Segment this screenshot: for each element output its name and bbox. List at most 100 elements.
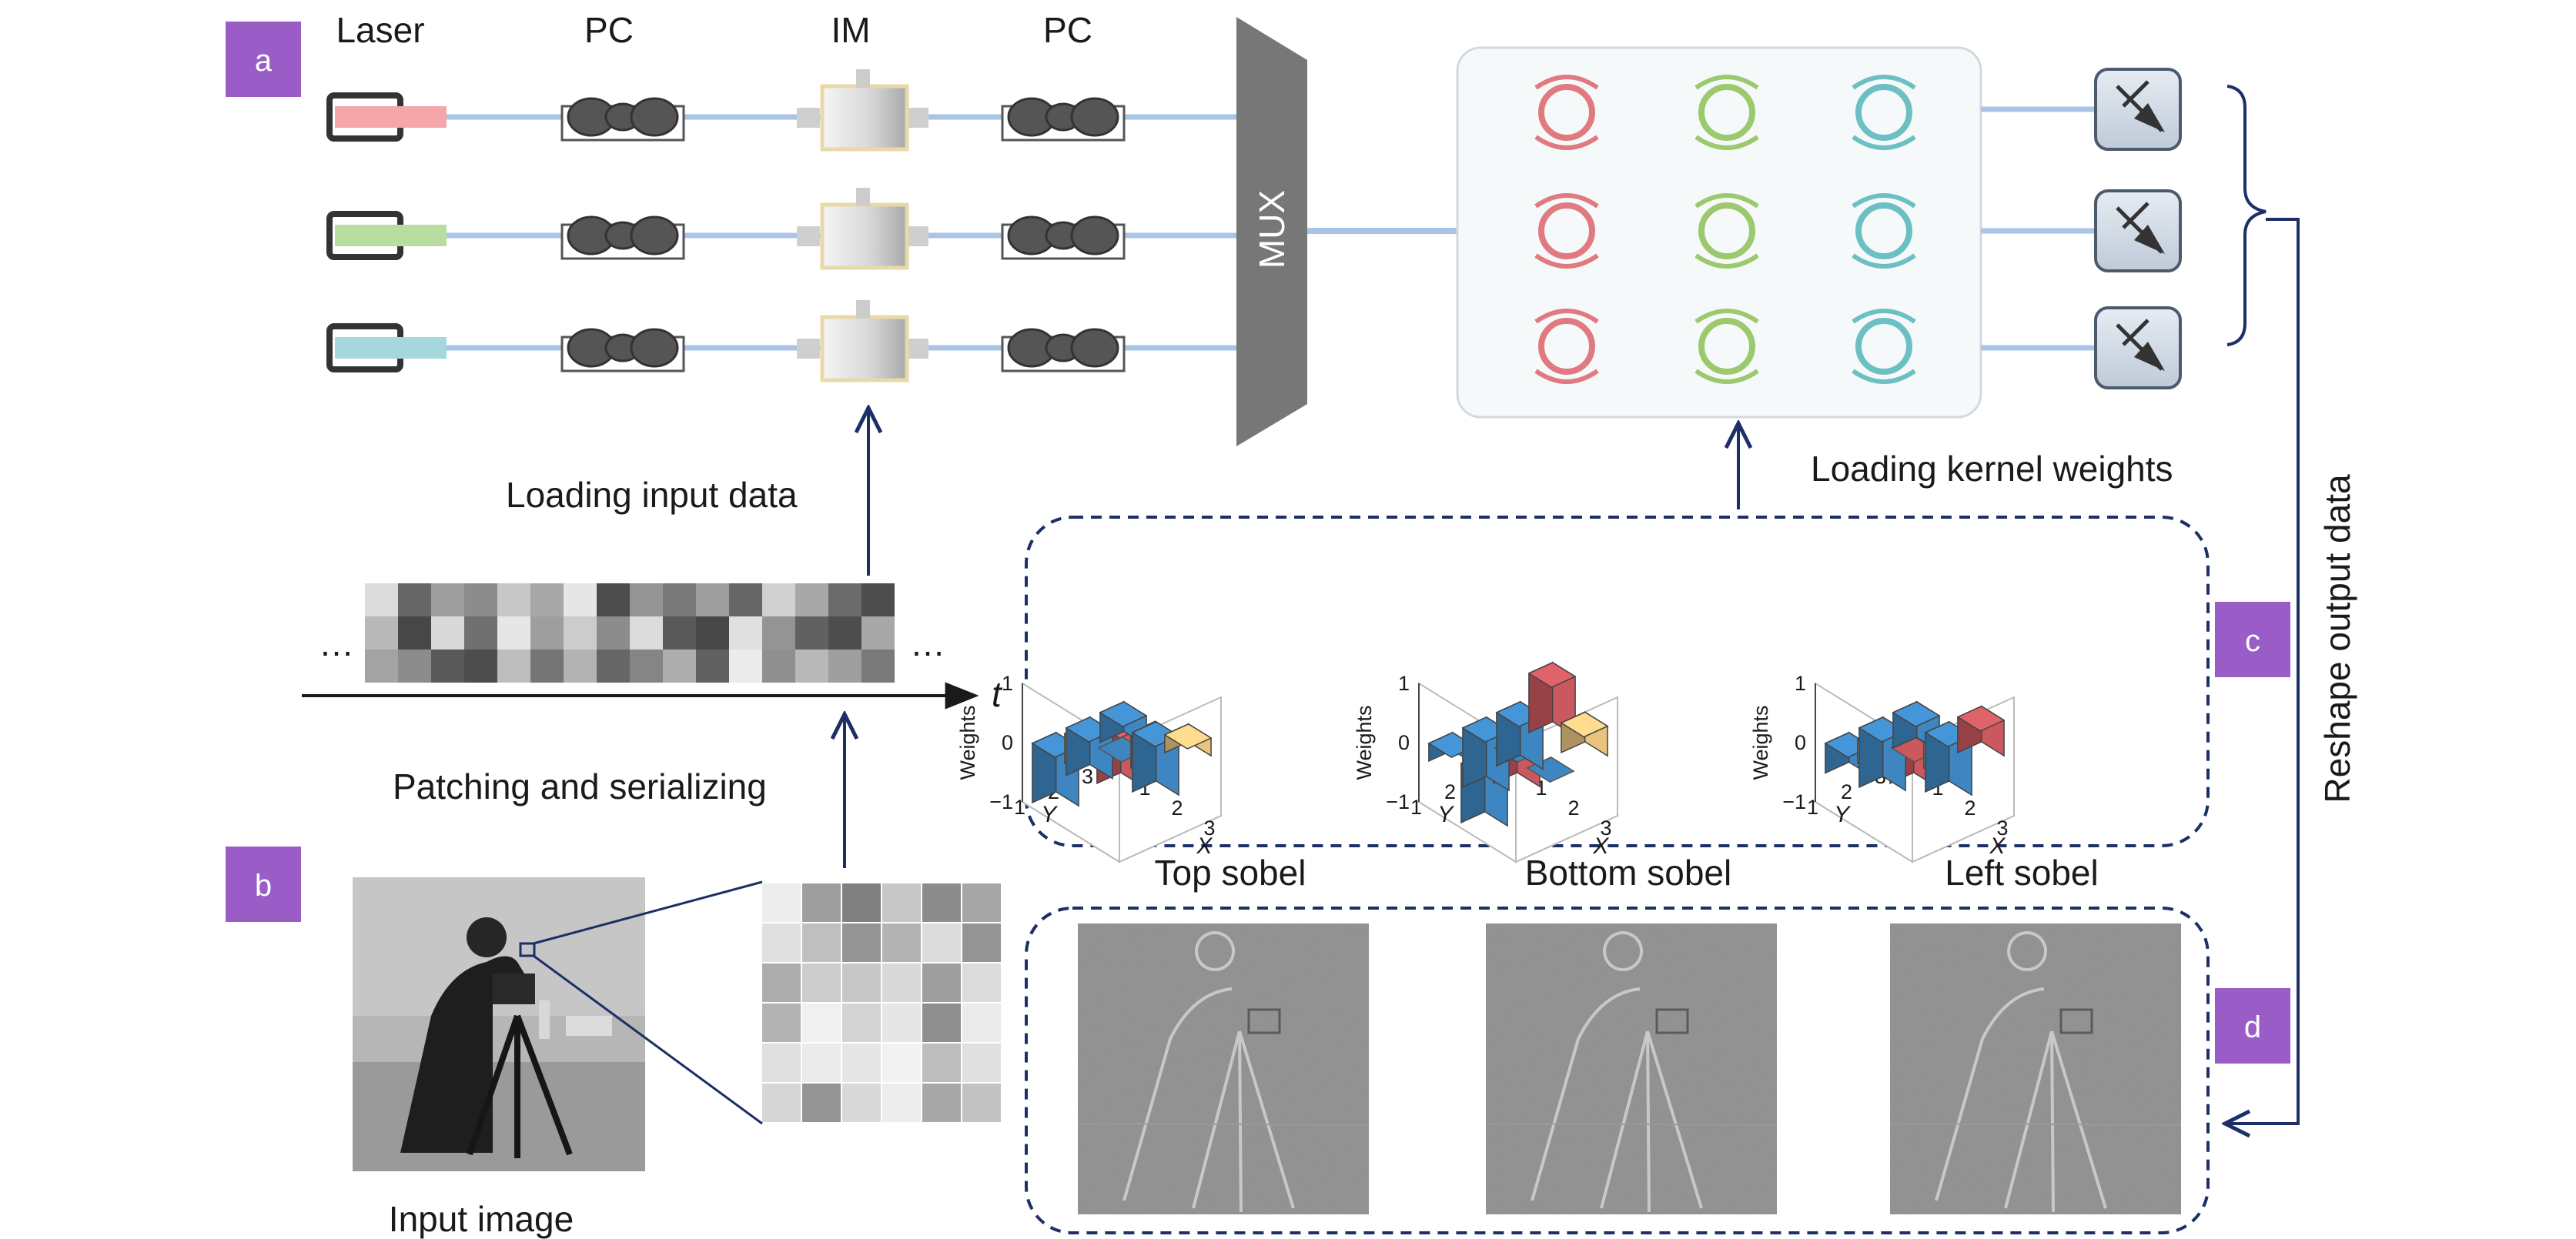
y-axis-label: Y [1834, 802, 1851, 827]
patch-cell [842, 883, 881, 922]
z-tick-label: 1 [1002, 672, 1013, 695]
ring [1855, 202, 1912, 259]
diode-bar [2122, 319, 2149, 346]
strip-cell [530, 583, 564, 616]
patch-cell [842, 1004, 881, 1042]
edge-stroke [1192, 1030, 1295, 1213]
reshape-label: Reshape output data [2317, 474, 2357, 803]
patch-cell [802, 923, 841, 962]
pc-paddle-3 [1070, 215, 1119, 255]
patch-cell [922, 883, 961, 922]
ring-bus-top [1694, 193, 1759, 209]
edge-stroke [1122, 987, 1233, 1201]
edge-stroke [1600, 1030, 1703, 1213]
serialized-data-strip [365, 583, 895, 683]
patch-cell [842, 1044, 881, 1082]
weight-bar [1495, 700, 1544, 770]
ring-bus-bottom [1852, 253, 1916, 269]
strip-cell [828, 650, 861, 683]
x-tick-label: 3 [1996, 817, 2008, 840]
strip-cell [795, 616, 828, 650]
strip-cell [696, 616, 729, 650]
strip-cell [729, 616, 762, 650]
polarization-controller-icon [560, 328, 685, 372]
patch-cell [842, 1084, 881, 1122]
panel-label-b: b [226, 847, 301, 922]
pc-paddle-3 [630, 328, 679, 368]
patch-cell [882, 963, 921, 1002]
patch-cell [962, 883, 1001, 922]
panel-label-c: c [2215, 602, 2290, 677]
microring-array [1456, 46, 1982, 419]
im-port-right [905, 108, 928, 128]
im-port-left [797, 108, 820, 128]
microring-icon [1534, 193, 1599, 269]
strip-cell [597, 616, 630, 650]
kernel-name-left: Left sobel [1945, 853, 2098, 893]
microring-icon [1852, 193, 1916, 269]
polarization-controller-icon [1001, 97, 1126, 142]
strip-cell [696, 650, 729, 683]
reshape-arrow [2226, 218, 2300, 1124]
ring-bus-top [1534, 309, 1599, 324]
strip-cell [597, 583, 630, 616]
patch-cell [962, 963, 1001, 1002]
patch-cell [882, 1084, 921, 1122]
strip-cell [464, 616, 497, 650]
strip-cell [431, 650, 464, 683]
patch-cell [762, 1084, 801, 1122]
header-laser: Laser [336, 10, 424, 50]
kernel-panel-frame [1025, 516, 2210, 847]
kernel-plot-1: 10−1Weights123X123Y [956, 672, 1223, 863]
strip-cell [497, 583, 530, 616]
patch-cell [962, 1084, 1001, 1122]
kernel-name-bottom: Bottom sobel [1525, 853, 1731, 893]
diode-arrow [2134, 103, 2165, 132]
strip-cell [663, 616, 696, 650]
ring [1698, 318, 1755, 375]
patch-cell [762, 923, 801, 962]
strip-cell [464, 583, 497, 616]
polarization-controller-icon [560, 97, 685, 142]
patch-cell [882, 923, 921, 962]
edge-stroke [2004, 1030, 2107, 1213]
bar-top [1892, 701, 1941, 727]
patch-cell [762, 1004, 801, 1042]
strip-cell [497, 616, 530, 650]
y-tick-label: 1 [1807, 796, 1818, 819]
intensity-modulator-icon [797, 300, 928, 382]
kernel-name-top: Top sobel [1155, 853, 1306, 893]
photodetector-icon [1981, 189, 2182, 272]
edge-stroke [1195, 931, 1236, 971]
polarization-controller-icon [1001, 328, 1126, 372]
strip-cell [365, 583, 398, 616]
strip-cell [663, 583, 696, 616]
z-tick-label: 0 [1002, 731, 1013, 754]
time-axis-label: t [992, 674, 1003, 714]
x-tick-label: 2 [1171, 796, 1183, 820]
output-texture [1486, 923, 1777, 1214]
strip-cell [564, 616, 597, 650]
im-port-right [905, 339, 928, 359]
header-pc-1: PC [584, 10, 634, 50]
diode-bar [2122, 80, 2149, 108]
panel-letter-b: b [255, 869, 272, 903]
edge-stroke [1077, 1123, 1370, 1126]
ring [1698, 84, 1755, 141]
z-tick-label: 0 [1795, 731, 1806, 754]
patching-label: Patching and serializing [393, 766, 767, 807]
strip-cell [398, 616, 431, 650]
ring [1698, 202, 1755, 259]
input-image [353, 877, 645, 1171]
panel-letter-a: a [255, 44, 273, 78]
edge-stroke [2059, 1008, 2093, 1034]
edge-stroke [2007, 931, 2048, 971]
microring-icon [1534, 75, 1599, 150]
ring-bus-top [1694, 309, 1759, 324]
strip-cell [828, 616, 861, 650]
microring-icon [1694, 193, 1759, 269]
edge-stroke [1889, 1123, 2182, 1126]
edge-stroke [1935, 987, 2045, 1201]
strip-cell [762, 616, 795, 650]
edge-stroke [1247, 1008, 1281, 1034]
